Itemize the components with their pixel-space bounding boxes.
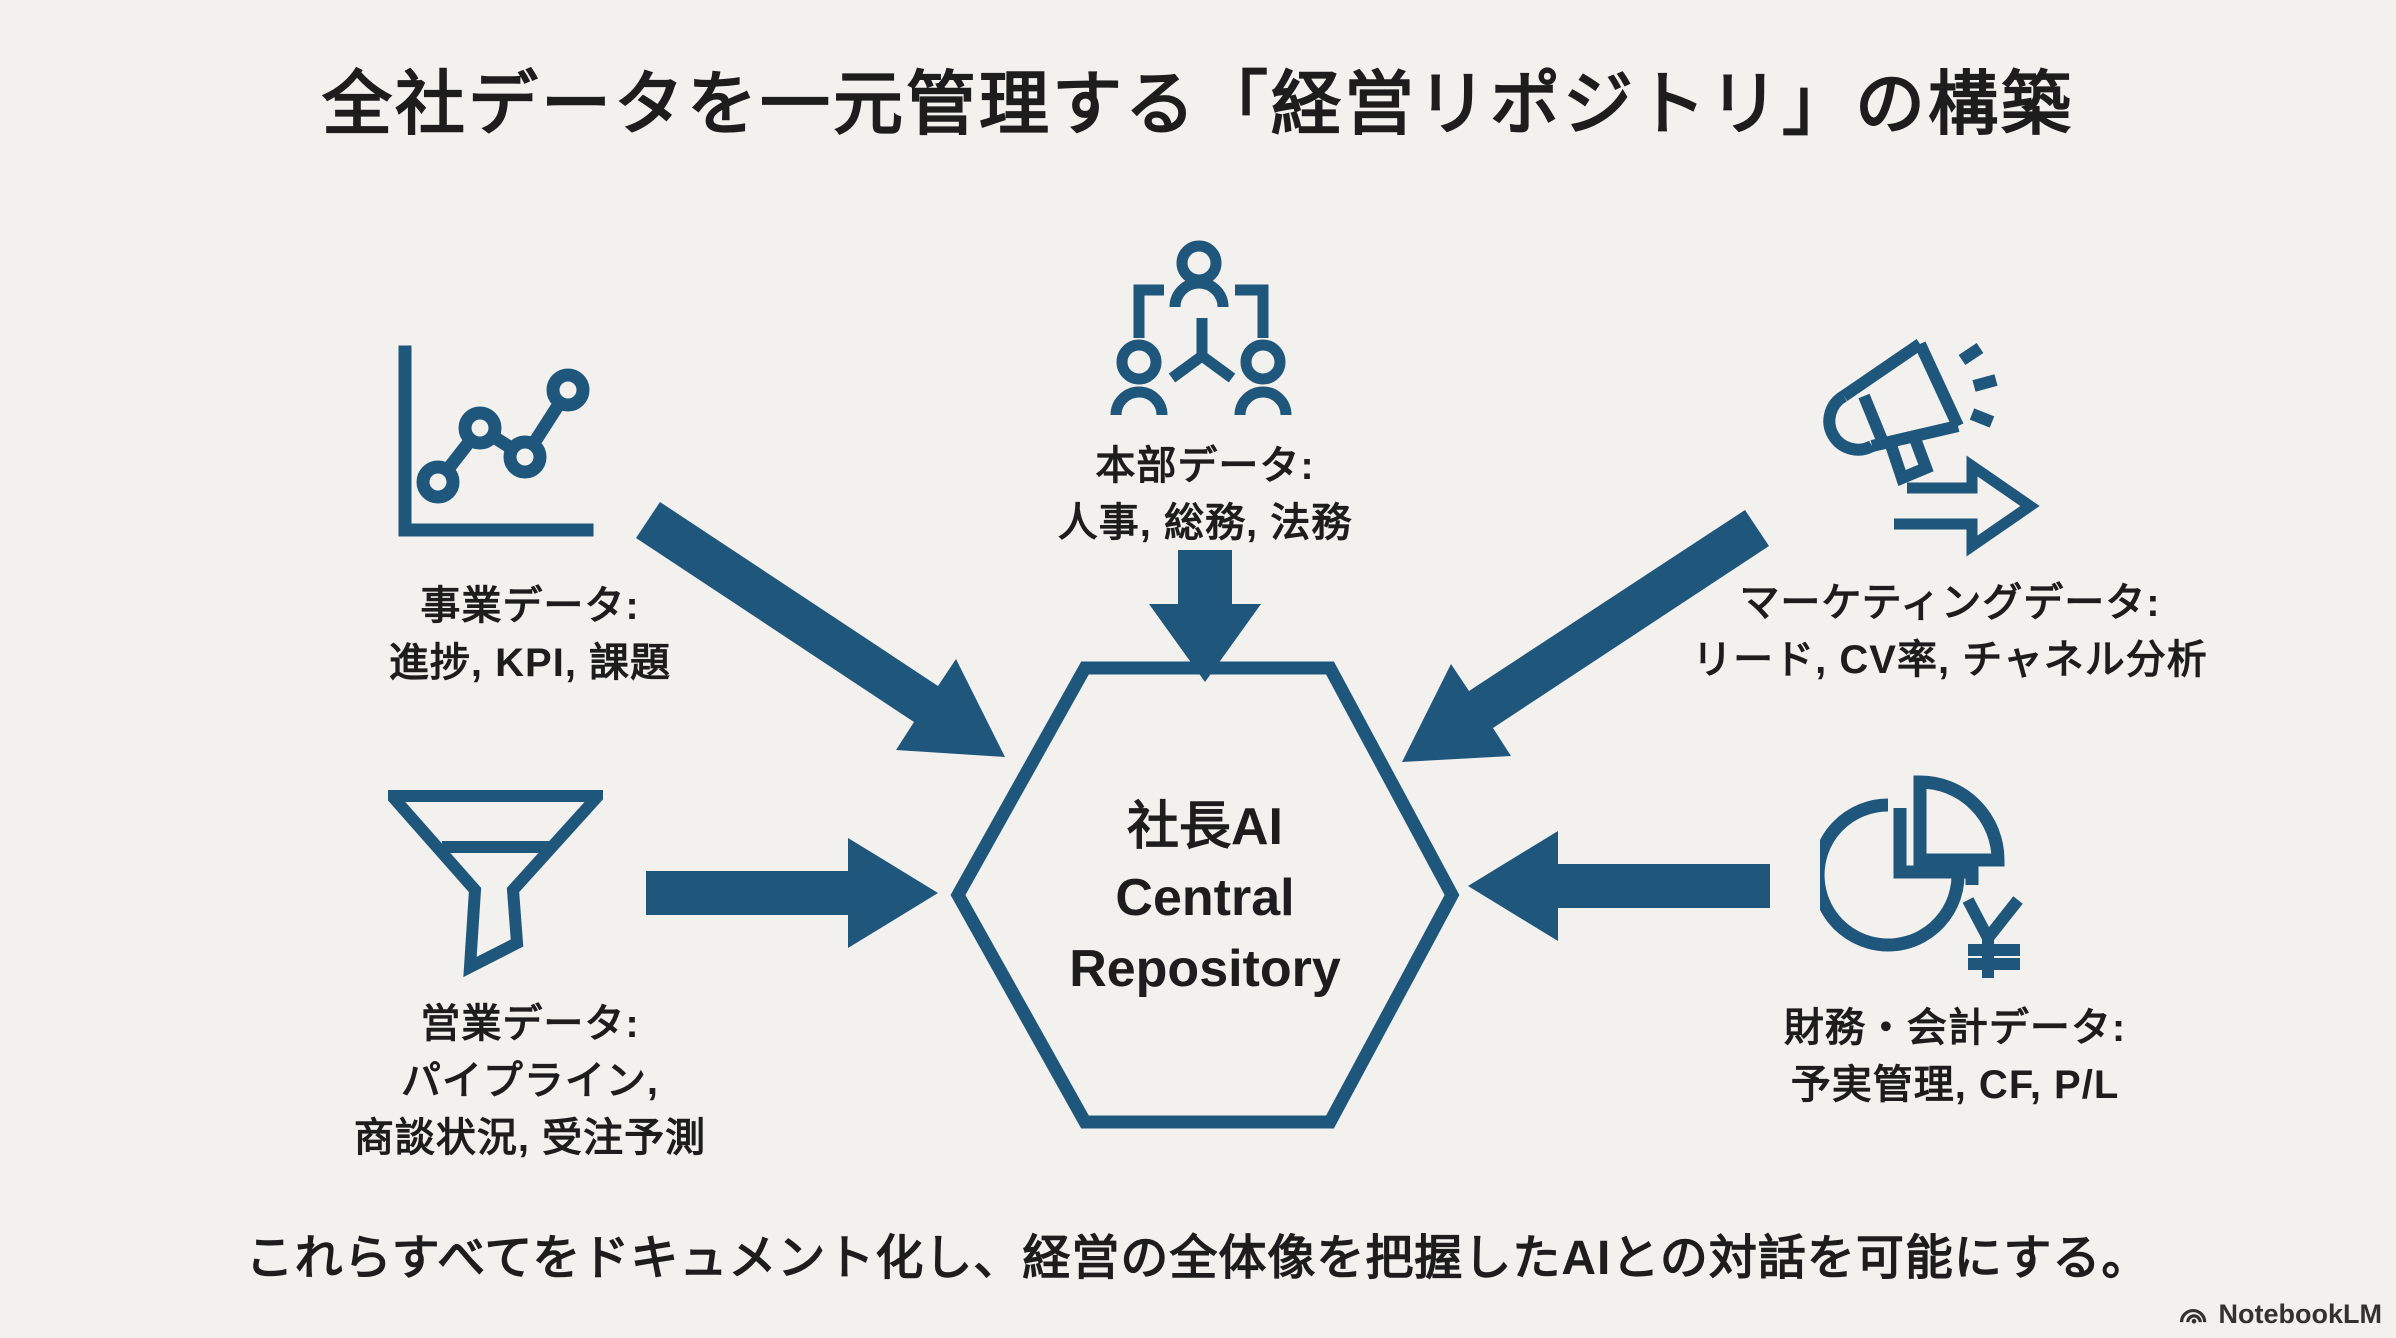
arrow-sales-to-center (646, 838, 938, 948)
central-label-line3: Repository (1069, 940, 1341, 998)
marketing-data-title: マーケティングデータ: (1739, 581, 2161, 625)
finance-data-title: 財務・会計データ: (1783, 1006, 2127, 1050)
marketing-data-label: マーケティングデータ: リード, CV率, チャネル分析 (1690, 575, 2210, 689)
megaphone-arrow-icon (1823, 339, 2040, 557)
funnel-icon (388, 790, 603, 978)
notebooklm-watermark: NotebookLM (2178, 1299, 2382, 1330)
org-chart-icon (1110, 240, 1292, 416)
finance-data-label: 財務・会計データ: 予実管理, CF, P/L (1720, 1000, 2190, 1114)
central-repository-hexagon (950, 661, 1460, 1129)
finance-data-detail: 予実管理, CF, P/L (1790, 1063, 2120, 1107)
notebooklm-logo-text: NotebookLM (2218, 1299, 2382, 1329)
arrow-business-to-center (636, 502, 1005, 757)
notebooklm-logo-icon (2179, 1308, 2206, 1324)
business-data-detail: 進捗, KPI, 課題 (388, 641, 672, 685)
line-chart-icon (398, 345, 594, 537)
business-data-label: 事業データ: 進捗, KPI, 課題 (310, 578, 750, 692)
marketing-data-detail: リード, CV率, チャネル分析 (1692, 638, 2208, 682)
sales-data-title: 営業データ: (420, 1002, 640, 1046)
page-title: 全社データを一元管理する「経営リポジトリ」の構築 (322, 65, 2074, 143)
central-label-line2: Central (1115, 869, 1295, 927)
arrow-finance-to-center (1468, 831, 1770, 941)
central-label-line1: 社長AI (1126, 798, 1283, 856)
central-repository-label: 社長AI Central Repository (955, 792, 1455, 1005)
headquarters-data-title: 本部データ: (1095, 444, 1315, 488)
footer-note: これらすべてをドキュメント化し、経営の全体像を把握したAIとの対話を可能にする。 (245, 1232, 2151, 1285)
pie-chart-yen-icon (1820, 775, 2023, 978)
arrow-marketing-to-center (1402, 510, 1769, 762)
arrow-headquarters-to-center (1149, 550, 1261, 682)
headquarters-data-detail: 人事, 総務, 法務 (1057, 501, 1353, 545)
sales-data-label: 営業データ: パイプライン, 商談状況, 受注予測 (310, 996, 750, 1167)
sales-data-detail2: 商談状況, 受注予測 (353, 1116, 707, 1160)
business-data-title: 事業データ: (420, 584, 640, 628)
sales-data-detail1: パイプライン, (400, 1059, 660, 1103)
headquarters-data-label: 本部データ: 人事, 総務, 法務 (985, 438, 1425, 552)
